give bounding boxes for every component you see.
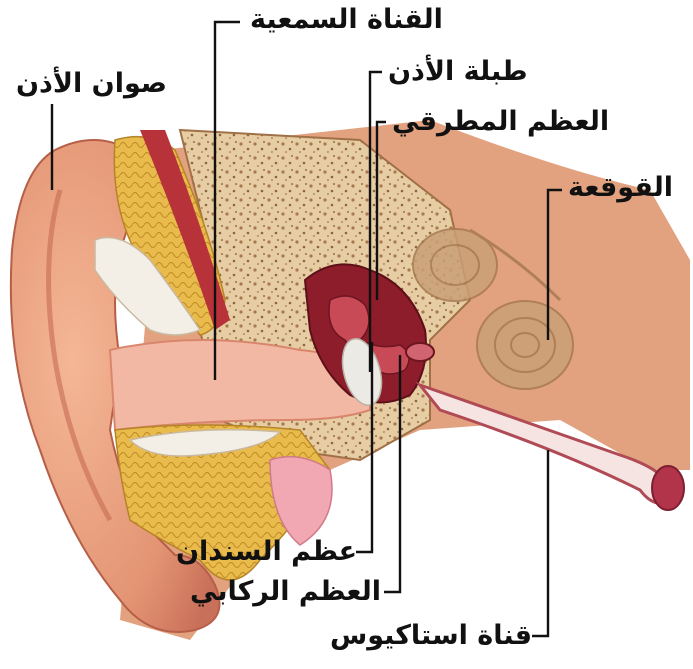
label-anvil: عظم السندان [176,538,357,565]
eustachian-tube-opening [652,466,684,510]
stapes-ring [406,343,434,361]
label-cochlea: القوقعة [568,174,673,201]
label-stirrup: العظم الركابي [190,578,381,605]
label-eardrum: طبلة الأذن [388,58,528,85]
label-pinna: صوان الأذن [16,70,167,97]
leader-eustachian [532,450,548,636]
label-hammer: العظم المطرقي [392,108,609,135]
label-ear-canal: القناة السمعية [250,6,443,33]
label-eustachian-tube: قناة استاكيوس [330,622,532,649]
